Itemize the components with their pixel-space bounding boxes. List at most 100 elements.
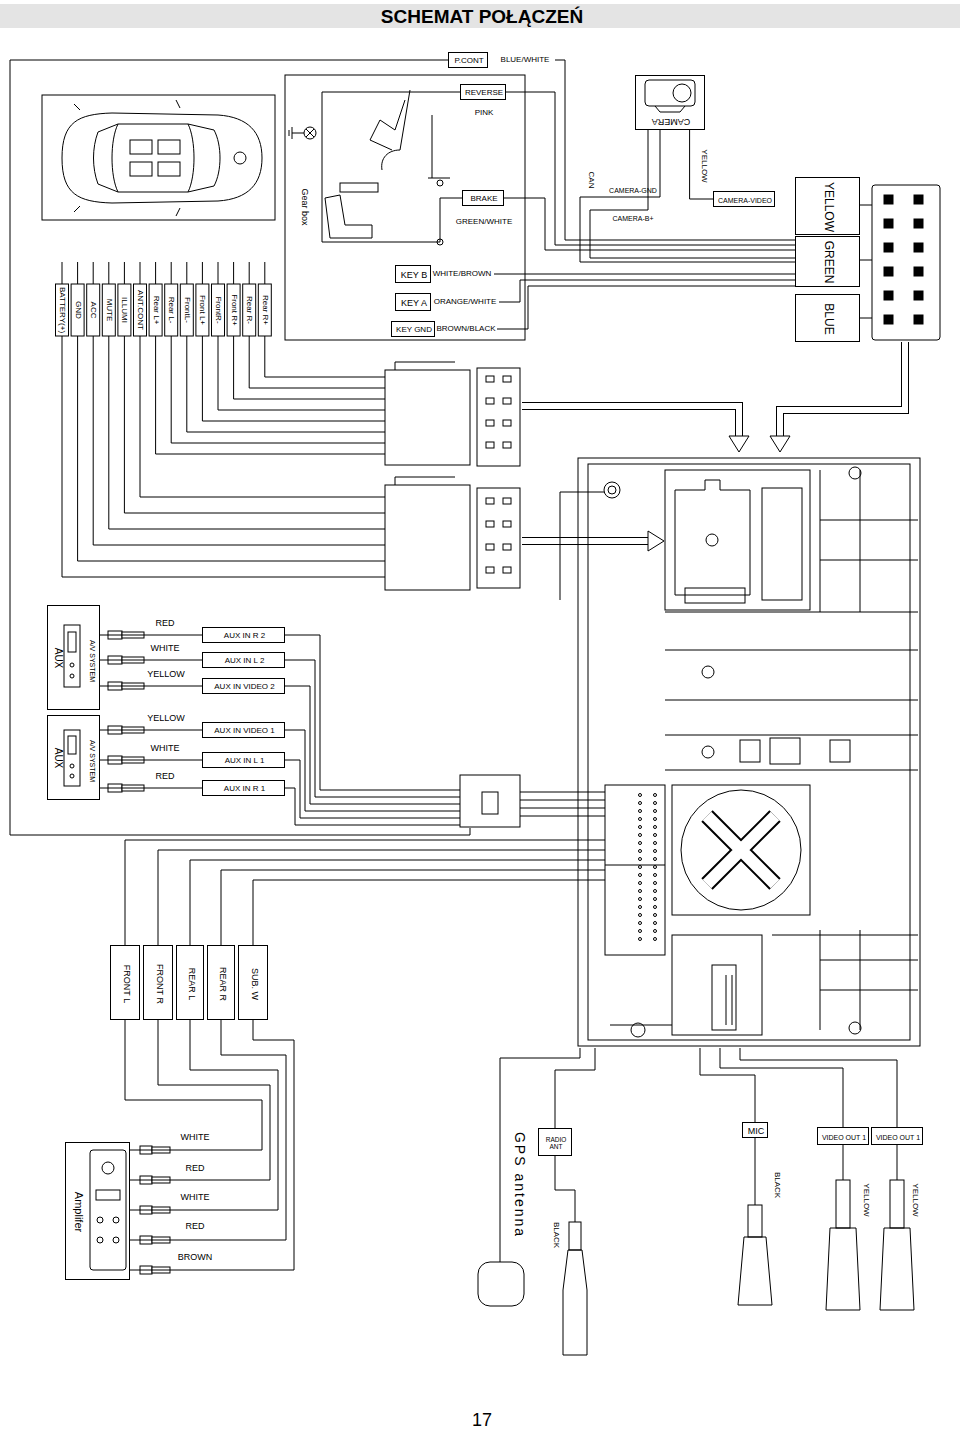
wire-label: 17 [472, 1411, 492, 1429]
wire-label: WHITE [151, 644, 180, 653]
pin [503, 442, 511, 448]
line-art [672, 935, 762, 1035]
pin [486, 398, 494, 404]
wire-label: RED [185, 1222, 204, 1231]
line-art [112, 124, 194, 192]
line-art [477, 488, 520, 588]
pin [486, 544, 494, 550]
line-art [605, 785, 665, 955]
line-art [97, 1217, 103, 1223]
line-art [740, 740, 760, 762]
pin [654, 930, 657, 933]
box-label: VIDEO OUT 1 [876, 1134, 920, 1141]
line-art [70, 674, 74, 678]
wire-label-frame [212, 284, 225, 336]
wire-label-frame [180, 284, 193, 336]
box-label: YELLOW [823, 181, 835, 231]
wire [218, 262, 219, 284]
line-art [64, 625, 80, 687]
wire-details [56, 262, 606, 1274]
wire-label: YELLOW [147, 670, 185, 679]
wire-label: Front L+ [198, 295, 206, 325]
connector-wire [100, 635, 202, 636]
line-art [325, 195, 372, 238]
line-art [872, 185, 940, 340]
box-label: A/V SYSTEM [89, 640, 96, 682]
line-art [130, 162, 152, 176]
line-art [681, 790, 801, 910]
line-art [880, 1228, 914, 1310]
box-label: AUX IN R 1 [224, 785, 265, 793]
wire-label: YELLOW [700, 149, 708, 182]
line-art [499, 280, 795, 302]
line-art [68, 632, 76, 652]
pin [654, 914, 657, 917]
wire-label-frame [227, 284, 240, 336]
box-label: AUX IN L 2 [225, 657, 265, 665]
box-label: RADIO ANT [543, 1136, 569, 1150]
line-art [10, 60, 470, 835]
line-art [702, 746, 714, 758]
aux-devices [64, 625, 80, 786]
component-box: REAR L [176, 945, 204, 1020]
aux-wire [285, 730, 460, 811]
wire [93, 336, 385, 545]
wire-label: RED [155, 619, 174, 628]
connector-wire [100, 788, 202, 789]
line-art [580, 130, 795, 262]
connector-wire [690, 130, 713, 199]
wire-label-frame [243, 284, 256, 336]
line-art [74, 100, 180, 216]
wire [234, 336, 385, 399]
wire-label-frame [258, 284, 271, 336]
line-art [706, 534, 718, 546]
connector-wire [100, 686, 202, 687]
wire [186, 262, 187, 284]
pin [654, 834, 657, 837]
pin [884, 219, 893, 228]
wire [233, 262, 234, 284]
line-art [500, 1048, 580, 1262]
line-art [42, 95, 275, 220]
component-box: RADIO ANT [538, 1128, 572, 1156]
wire-label-frame [196, 284, 209, 336]
bottom-cables [478, 1048, 914, 1355]
speaker-wire [125, 840, 605, 945]
line-art [70, 663, 74, 667]
line-art [588, 464, 910, 1040]
connector-wire [130, 1020, 294, 1270]
wire [140, 336, 385, 497]
component-box: AUX IN VIDEO 2 [202, 678, 285, 694]
wire-label: YELLOW [862, 1183, 870, 1216]
wire-label: Rear L+ [152, 296, 160, 325]
pin [503, 567, 511, 573]
component-box: CAMERA [635, 75, 705, 130]
line-art [707, 816, 775, 884]
line-art [130, 140, 152, 154]
wire [62, 262, 63, 284]
camera-icon [645, 80, 695, 112]
box-label: VIDEO OUT 1 [822, 1134, 866, 1141]
line-art [673, 84, 691, 102]
pin [503, 544, 511, 550]
component-box: SUB. W [238, 945, 268, 1020]
wire-label-frame [134, 284, 147, 336]
pin [654, 810, 657, 813]
line-art [322, 92, 462, 242]
line-art [70, 774, 74, 778]
component-box: AUX IN R 1 [202, 780, 285, 796]
line-art [849, 1022, 861, 1034]
wire [264, 262, 265, 284]
wire [77, 262, 78, 284]
wire-label: Rear L- [167, 297, 175, 324]
line-art [522, 342, 905, 541]
component-box: MIC [742, 1122, 768, 1138]
wire-label-frame [118, 284, 131, 336]
wire-label: YELLOW [147, 714, 185, 723]
component-box: AUXA/V SYSTEM [47, 605, 100, 710]
pin [884, 315, 893, 324]
component-box: KEY GND [391, 321, 435, 337]
line-art [158, 162, 180, 176]
line-art [522, 342, 905, 541]
line-art [738, 1237, 772, 1305]
